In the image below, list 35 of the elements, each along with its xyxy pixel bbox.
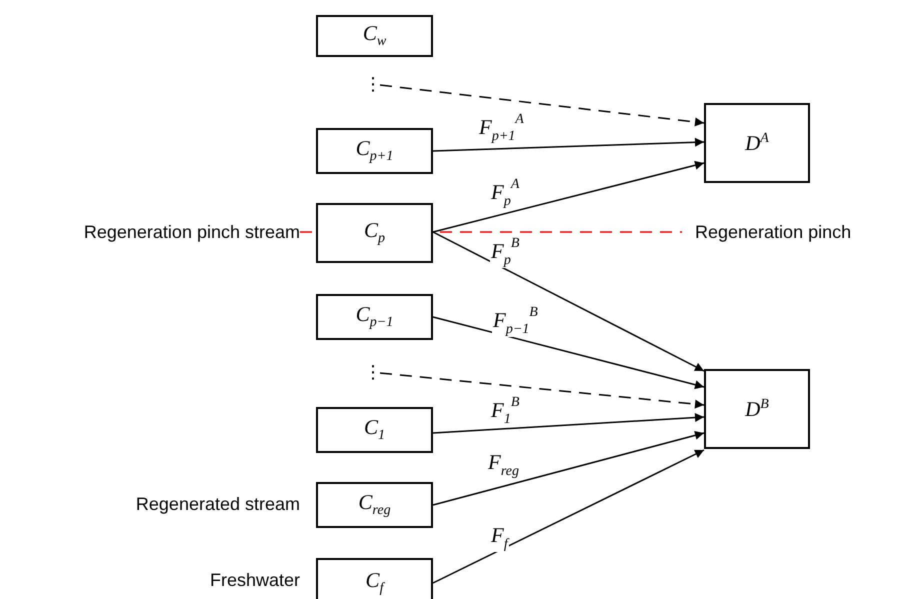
arrow (380, 84, 704, 126)
process-box (316, 203, 433, 263)
variable-label: C$_{w}$ (362, 22, 386, 50)
process-box (316, 407, 433, 453)
edge-label: F$_{reg}$ (487, 452, 520, 479)
edge-label: F$_{f}$ (490, 525, 509, 552)
arrow (432, 316, 704, 390)
stream-label: Freshwater (210, 570, 300, 591)
process-box (704, 369, 810, 449)
variable-label: C$_{f}$ (366, 570, 384, 596)
arrow (380, 372, 704, 409)
stream-label: Regeneration pinch stream (84, 222, 300, 243)
process-box (316, 128, 433, 174)
stream-label: Regenerated stream (136, 494, 300, 515)
process-box (316, 482, 433, 528)
ellipsis: ⋮ (364, 76, 382, 94)
process-box (316, 15, 433, 57)
variable-label: C$_{1}$ (364, 416, 385, 444)
arrow (432, 413, 704, 434)
variable-label: C$_{p+1}$ (356, 138, 394, 164)
variable-label: C$_{p−1}$ (356, 304, 394, 330)
variable-label: C$_{reg}$ (358, 492, 391, 518)
arrow (432, 430, 704, 506)
arrow (432, 160, 704, 233)
arrow (432, 449, 704, 584)
process-box (316, 294, 433, 340)
variable-label: C$_{p}$ (364, 220, 385, 246)
pinch-label: Regeneration pinch (695, 222, 852, 243)
ellipsis: ⋮ (364, 364, 382, 382)
arrow (432, 138, 704, 152)
process-box (316, 558, 433, 599)
arrow (432, 231, 704, 372)
variable-label: D$^{A}$ (745, 132, 769, 154)
process-box (704, 103, 810, 183)
variable-label: D$^{B}$ (745, 398, 769, 420)
